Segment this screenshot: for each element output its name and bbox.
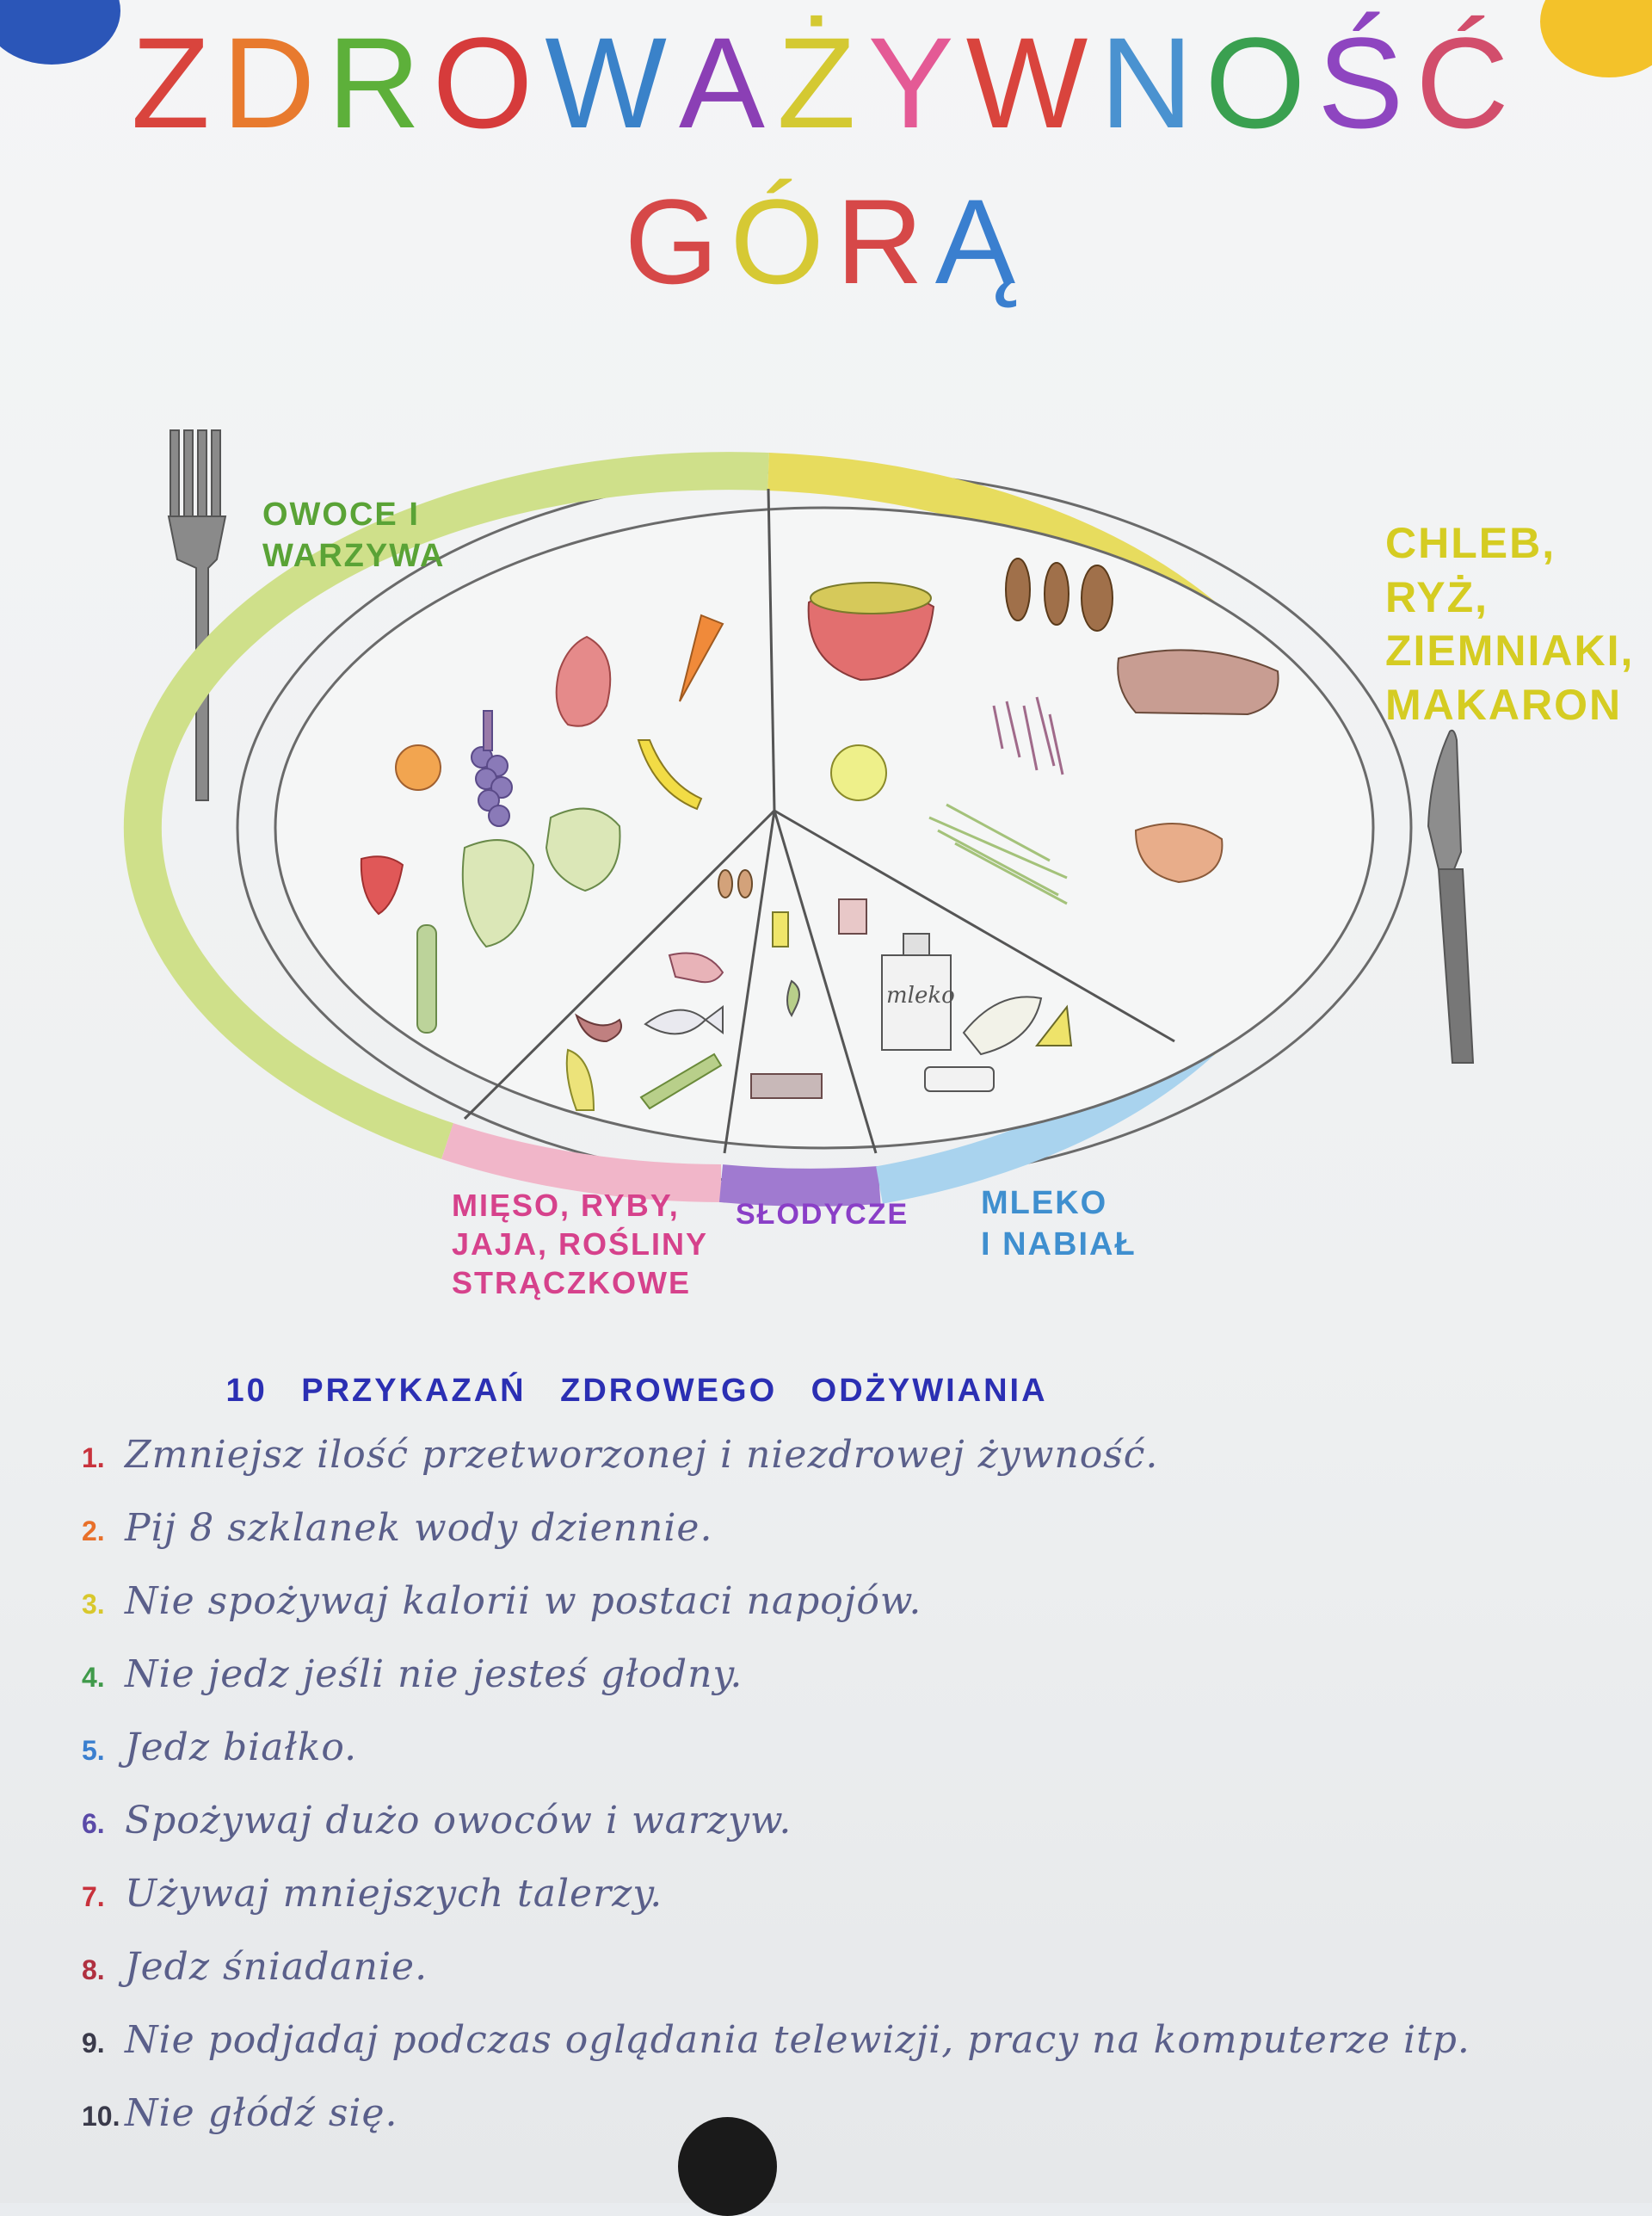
rule-text: Nie spożywaj kalorii w postaci napojów. <box>125 1579 922 1623</box>
rule-number: 1. <box>82 1442 105 1473</box>
carrot-icon <box>679 614 724 702</box>
knife-icon <box>1427 729 1475 1064</box>
rule-item: 4. Nie jedz jeśli nie jesteś głodny. <box>82 1652 743 1696</box>
rule-text: Zmniejsz ilość przetworzonej i niezdrowe… <box>125 1433 1159 1477</box>
rule-number: 6. <box>82 1808 105 1839</box>
milk-bottle-label: mleko <box>886 983 955 1009</box>
title-letter: R <box>327 10 433 155</box>
title-letter: Ś <box>1317 10 1416 155</box>
rule-item: 7. Używaj mniejszych talerzy. <box>82 1872 663 1916</box>
rule-number: 9. <box>82 2028 105 2059</box>
bread-loaf-icon <box>1117 649 1279 716</box>
dairy-drawings: mleko <box>838 898 1073 1092</box>
title-letter: W <box>965 10 1100 155</box>
title-letter: N <box>1100 10 1205 155</box>
title-letter: D <box>221 10 328 155</box>
title-letter: O <box>432 10 546 155</box>
rule-text: Jedz śniadanie. <box>125 1945 428 1989</box>
label-bread-grains: CHLEB, RYŻ, ZIEMNIAKI, MAKARON <box>1385 519 1635 729</box>
title-letter: Ż <box>776 10 868 155</box>
potato-slice-icon <box>830 744 887 801</box>
label-dairy: MLEKO I NABIAŁ <box>981 1185 1137 1262</box>
almond-icon <box>1081 565 1113 632</box>
chocolate-bar-icon <box>750 1073 823 1099</box>
almond-icon <box>1005 558 1031 621</box>
pasta-icon <box>992 696 1064 775</box>
rule-item: 10.Nie głódź się. <box>82 2091 398 2135</box>
cabbage-icon <box>461 839 535 948</box>
fruits-vegetables-drawings <box>360 614 724 1034</box>
milk-bottle-icon: mleko <box>881 933 955 1051</box>
cheese-slice-icon <box>962 996 1043 1056</box>
green-beans-icon <box>639 1052 723 1110</box>
bean-pod-icon <box>565 1048 595 1111</box>
rule-item: 2. Pij 8 szklanek wody dziennie. <box>82 1506 712 1550</box>
lettuce-icon <box>545 807 621 892</box>
title-letter: Y <box>867 10 966 155</box>
meat-rim <box>441 1123 722 1202</box>
rule-item: 1. Zmniejsz ilość przetworzonej i niezdro… <box>82 1433 1158 1477</box>
bottle-icon <box>772 911 789 948</box>
meat-leg-icon <box>668 952 724 984</box>
plate-dividers <box>463 488 1175 1154</box>
rule-number: 2. <box>82 1515 105 1546</box>
plate-inner <box>274 506 1375 1150</box>
protein-drawings <box>565 869 753 1111</box>
title-letter: O <box>1205 10 1318 155</box>
title-letter: R <box>835 174 935 309</box>
grapes-icon <box>471 710 513 827</box>
candy-icon <box>786 979 800 1017</box>
title-letter: W <box>545 10 679 155</box>
sausage-icon <box>575 1013 623 1043</box>
rule-number: 5. <box>82 1735 105 1766</box>
rule-text: Jedz białko. <box>125 1725 358 1769</box>
yogurt-icon <box>924 1066 995 1092</box>
fish-icon <box>644 1005 724 1035</box>
poster-subtitle: GÓRĄ <box>0 172 1652 312</box>
title-letter: A <box>678 10 777 155</box>
spaghetti-icon <box>928 803 1068 905</box>
rules-heading: 10 PRZYKAZAŃ ZDROWEGO ODŻYWIANIA <box>225 1373 1048 1409</box>
black-magnet <box>678 2117 777 2216</box>
cheese-wedge-icon <box>1034 1004 1073 1046</box>
rule-item: 6. Spożywaj dużo owoców i warzyw. <box>82 1799 792 1843</box>
rule-number: 7. <box>82 1881 105 1912</box>
peas-pod-icon <box>416 924 437 1034</box>
title-letter: Ó <box>730 174 836 309</box>
banana-icon <box>637 739 703 811</box>
rule-number: 3. <box>82 1589 105 1620</box>
rule-text: Nie głódź się. <box>125 2091 398 2135</box>
rule-text: Pij 8 szklanek wody dziennie. <box>125 1506 713 1550</box>
sweets-drawings <box>750 911 823 1099</box>
rule-item: 8. Jedz śniadanie. <box>82 1945 428 1989</box>
rule-number: 8. <box>82 1954 105 1985</box>
rule-text: Używaj mniejszych talerzy. <box>125 1872 663 1916</box>
title-letter: G <box>624 174 730 309</box>
jar-icon <box>838 898 867 935</box>
title-letter: Z <box>131 10 222 155</box>
rule-item: 9. Nie podjadaj podczas oglądania telewiz… <box>82 2018 1470 2062</box>
title-letter: Ą <box>934 174 1028 309</box>
bread-grains-drawings <box>807 558 1279 905</box>
rule-item: 3. Nie spożywaj kalorii w postaci napojów… <box>82 1579 922 1623</box>
title-letter: Ć <box>1415 10 1521 155</box>
orange-icon <box>395 744 441 791</box>
rule-text: Nie jedz jeśli nie jesteś głodny. <box>125 1652 743 1696</box>
rule-number: 10. <box>82 2101 120 2132</box>
strawberry-icon <box>360 855 404 916</box>
apple-icon <box>555 635 612 727</box>
fruit-rim <box>123 452 769 1159</box>
rule-text: Nie podjadaj podczas oglądania telewizji… <box>125 2018 1470 2062</box>
label-sweets: SŁODYCZE <box>736 1198 909 1231</box>
poster-title: ZDROWA ŻYWNOŚĆ <box>0 9 1652 157</box>
rule-number: 4. <box>82 1662 105 1693</box>
label-meat-fish: MIĘSO, RYBY, JAJA, ROŚLINY STRĄCZKOWE <box>452 1188 709 1300</box>
rule-text: Spożywaj dużo owoców i warzyw. <box>125 1799 792 1843</box>
label-fruits-vegetables: OWOCE I WARZYWA <box>262 497 446 574</box>
sweets-rim <box>718 1164 881 1207</box>
rule-item: 5. Jedz białko. <box>82 1725 357 1769</box>
bread-roll-icon <box>1134 823 1224 884</box>
almond-icon <box>1044 562 1069 626</box>
